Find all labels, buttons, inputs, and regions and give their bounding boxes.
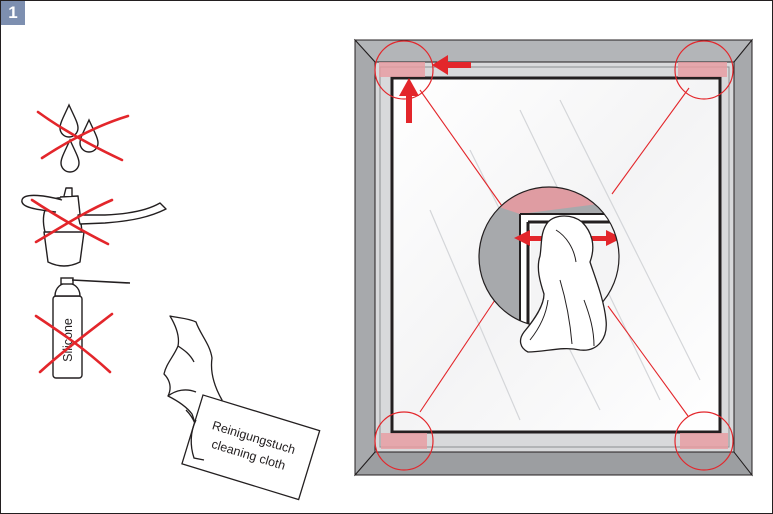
- cleaning-cloth-in-use: [519, 215, 607, 353]
- no-silicone-spray-icon: Silicone: [34, 277, 131, 379]
- cleaning-cloth-packet: Reinigungstuch cleaning cloth: [163, 315, 321, 501]
- guide-lines: [419, 87, 690, 417]
- step-number-badge: 1: [1, 1, 25, 25]
- corner-highlights: [379, 62, 728, 449]
- no-oil-can-icon: [21, 187, 167, 267]
- direction-arrows: [399, 55, 471, 123]
- no-liquid-icon: [36, 103, 130, 173]
- corner-circles: [374, 40, 734, 471]
